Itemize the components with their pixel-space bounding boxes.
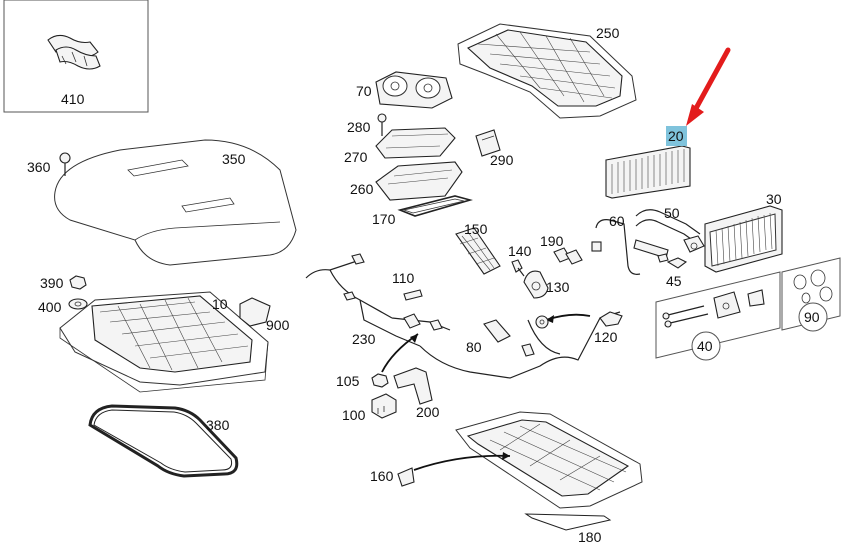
label-900: 900 <box>266 317 290 333</box>
part-360-screw[interactable]: 360 <box>27 152 71 176</box>
part-120-sensor[interactable]: 120 <box>594 311 623 345</box>
part-230-wiring-harness[interactable]: 230 <box>305 253 621 379</box>
label-410: 410 <box>61 91 85 107</box>
label-140: 140 <box>508 243 532 259</box>
label-40: 40 <box>697 338 713 354</box>
highlight-box <box>666 126 687 146</box>
part-290-bracket[interactable]: 290 <box>475 129 514 168</box>
part-260-housing-bottom[interactable]: 260 <box>350 161 463 201</box>
label-20: 20 <box>668 128 684 144</box>
plug-connector <box>521 343 535 357</box>
label-105: 105 <box>336 373 360 389</box>
label-250: 250 <box>596 25 620 41</box>
part-380-gasket[interactable]: 380 <box>88 404 239 478</box>
part-190-connectors[interactable]: 190 <box>540 233 583 265</box>
label-90: 90 <box>804 309 820 325</box>
label-60: 60 <box>609 213 625 229</box>
label-50: 50 <box>664 205 680 221</box>
label-45: 45 <box>666 273 682 289</box>
label-260: 260 <box>350 181 374 197</box>
part-grommet <box>535 315 549 329</box>
label-150: 150 <box>464 221 488 237</box>
part-20-cabin-filter[interactable]: 20 <box>605 126 691 199</box>
label-170: 170 <box>372 211 396 227</box>
part-390-nut[interactable]: 390 <box>40 275 87 291</box>
part-170-seal[interactable]: 170 <box>372 195 473 227</box>
label-80: 80 <box>466 339 482 355</box>
label-290: 290 <box>490 152 514 168</box>
label-10: 10 <box>212 296 228 312</box>
arrow-120-head <box>546 315 554 323</box>
part-350-cover[interactable]: 350 <box>54 139 297 266</box>
part-900-filter[interactable]: 900 <box>239 297 290 333</box>
label-200: 200 <box>416 404 440 420</box>
part-40-kit[interactable]: 40 <box>655 271 781 361</box>
label-120: 120 <box>594 329 618 345</box>
part-80-module[interactable]: 80 <box>466 319 511 355</box>
label-390: 390 <box>40 275 64 291</box>
part-400-washer[interactable]: 400 <box>38 298 88 315</box>
part-160-clip[interactable]: 160 <box>370 467 415 487</box>
label-350: 350 <box>222 151 246 167</box>
part-150-flap[interactable]: 150 <box>455 221 501 275</box>
label-280: 280 <box>347 119 371 135</box>
label-270: 270 <box>344 149 368 165</box>
part-90-seal-kit[interactable]: 90 <box>781 257 841 332</box>
red-pointer-arrow <box>686 47 731 126</box>
arrow-160 <box>413 454 511 471</box>
part-270-housing-top[interactable]: 270 <box>344 127 456 165</box>
part-100-motor[interactable]: 100 <box>342 393 397 423</box>
part-180-strip[interactable]: 180 <box>524 513 612 544</box>
part-280-screw[interactable]: 280 <box>347 113 387 136</box>
label-230: 230 <box>352 331 376 347</box>
part-250-air-duct[interactable]: 250 <box>457 23 637 119</box>
part-200-bracket[interactable]: 200 <box>393 367 440 420</box>
arrow-105-head <box>410 334 418 343</box>
part-45-fitting[interactable]: 45 <box>657 253 688 289</box>
label-70: 70 <box>356 83 372 99</box>
label-360: 360 <box>27 159 51 175</box>
part-60-hose[interactable]: 60 <box>591 213 641 275</box>
label-130: 130 <box>546 279 570 295</box>
arrow-160-head <box>502 452 510 460</box>
label-160: 160 <box>370 468 394 484</box>
part-10-housing[interactable]: 10 <box>59 291 269 393</box>
part-410-inset[interactable]: 410 <box>3 0 149 113</box>
label-100: 100 <box>342 407 366 423</box>
part-105-nut[interactable]: 105 <box>336 373 389 389</box>
part-130-servomotor[interactable]: 130 <box>523 270 570 299</box>
label-110: 110 <box>392 270 415 286</box>
part-110-sensor[interactable]: 110 <box>392 270 423 301</box>
label-400: 400 <box>38 299 62 315</box>
base-tray <box>455 411 643 509</box>
part-140-lever[interactable]: 140 <box>508 243 532 277</box>
part-410-clip-drawing <box>47 34 101 70</box>
part-50-pipe[interactable]: 50 <box>633 205 701 259</box>
part-30-heat-exchanger[interactable]: 30 <box>704 191 783 273</box>
valve-cluster <box>683 235 705 253</box>
label-380: 380 <box>206 417 230 433</box>
label-180: 180 <box>578 529 602 544</box>
part-70-blower[interactable]: 70 <box>356 71 453 109</box>
label-190: 190 <box>540 233 564 249</box>
label-30: 30 <box>766 191 782 207</box>
